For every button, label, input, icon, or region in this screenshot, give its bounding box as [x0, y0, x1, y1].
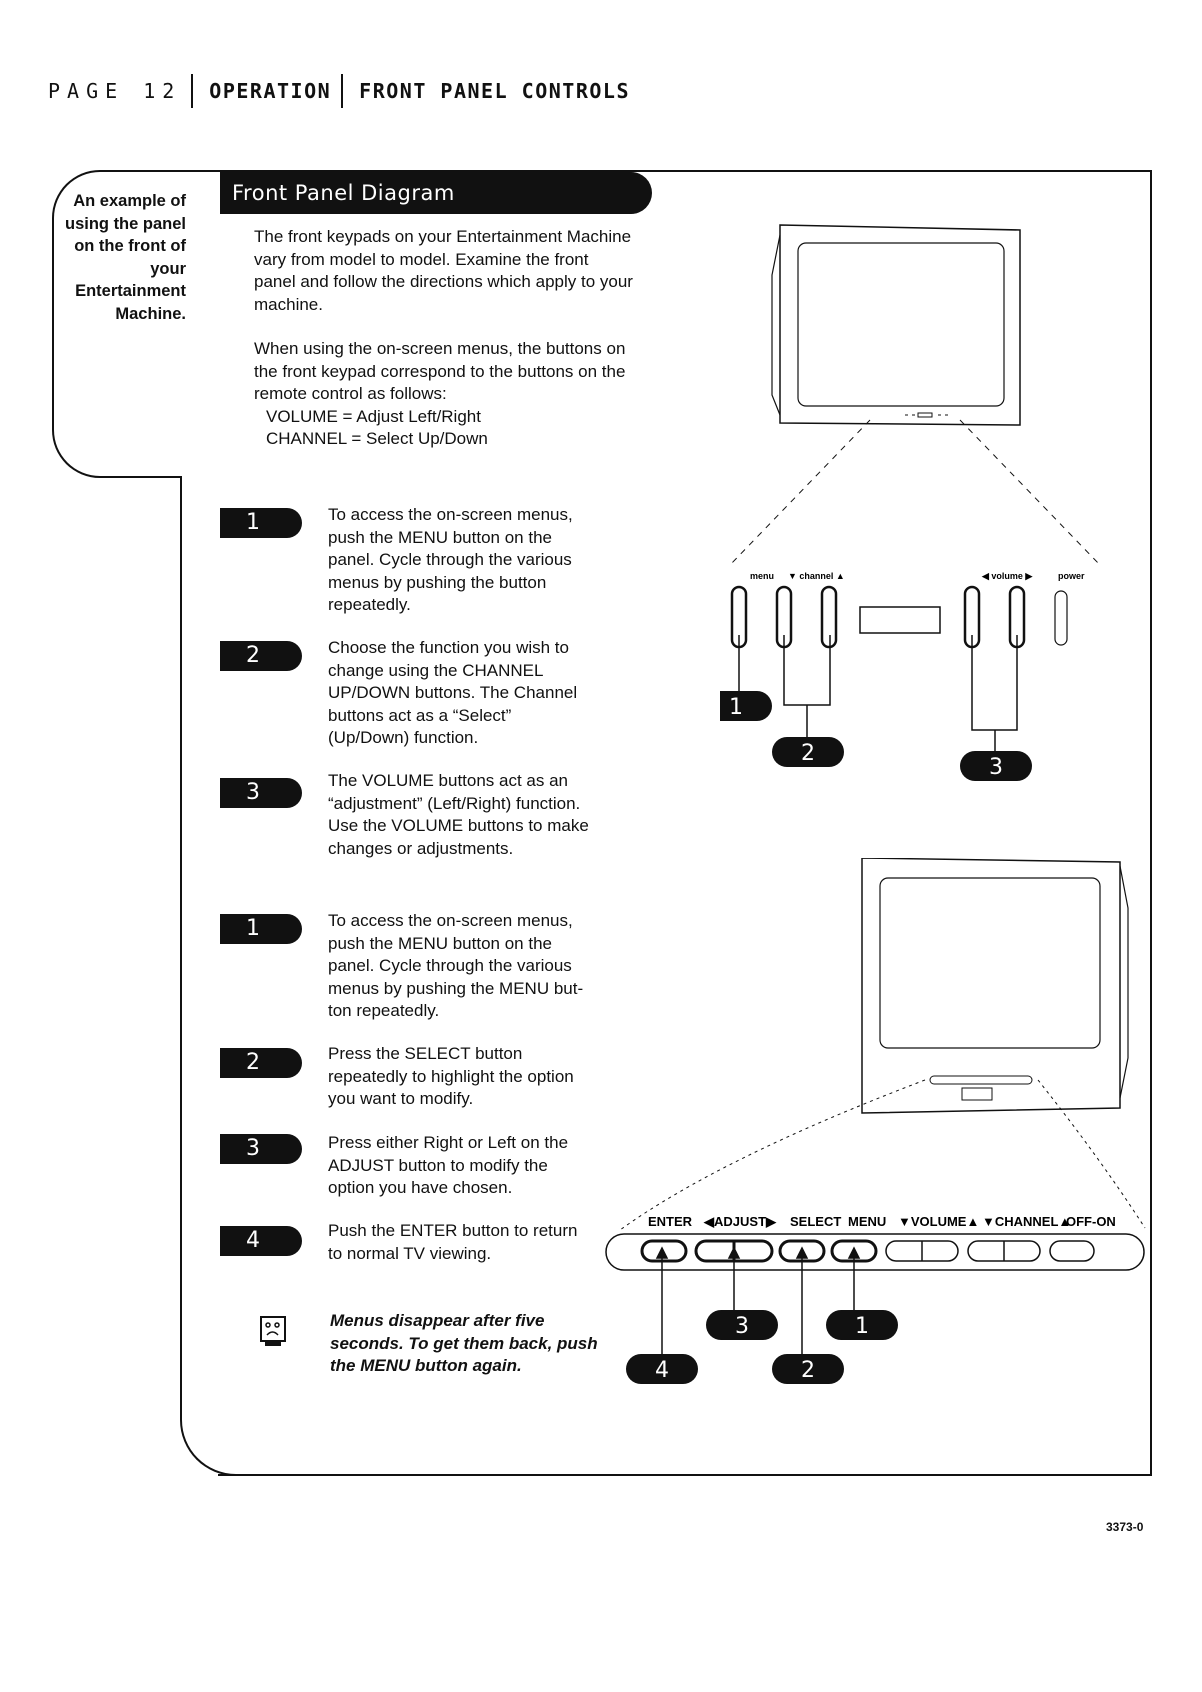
step-badge: 4 — [220, 1226, 302, 1256]
display-window — [859, 606, 941, 634]
channel-mapping: CHANNEL = Select Up/Down — [266, 429, 488, 448]
callout-1: 1 — [720, 691, 772, 721]
callout-2: 2 — [772, 737, 844, 767]
svg-text:3: 3 — [989, 755, 1003, 780]
header-divider — [191, 74, 194, 108]
enter-label: ENTER — [648, 1214, 693, 1229]
frame-top-rule — [164, 170, 1152, 172]
header-divider — [341, 74, 344, 108]
page-number: PAGE 12 — [48, 79, 182, 103]
frame-bottom-rule — [218, 1474, 1152, 1476]
svg-text:3: 3 — [735, 1314, 749, 1339]
callout-3: 3 — [960, 751, 1032, 781]
select-label: SELECT — [790, 1214, 841, 1229]
power-button — [1054, 590, 1068, 646]
section-name: OPERATION — [209, 79, 332, 103]
menu-label-2: MENU — [848, 1214, 886, 1229]
step-badge: 3 — [220, 778, 302, 808]
step-text: Press either Right or Left on the ADJUST… — [328, 1133, 569, 1197]
front-panel-diagram-2: ENTER ◀ADJUST▶ SELECT MENU ▼VOLUME▲ ▼CHA… — [605, 858, 1146, 1384]
svg-text:1: 1 — [729, 695, 743, 720]
step-text: The VOLUME buttons act as an “adjustment… — [328, 771, 589, 858]
topic-name: FRONT PANEL CONTROLS — [359, 79, 630, 103]
menu-label: menu — [750, 571, 774, 581]
side-note-box — [52, 170, 182, 478]
enter-button — [640, 1239, 688, 1263]
frame-corner — [180, 1380, 240, 1476]
step-badge: 2 — [220, 641, 302, 671]
svg-text:4: 4 — [655, 1358, 669, 1383]
power-label: power — [1058, 571, 1085, 581]
svg-text:1: 1 — [855, 1314, 869, 1339]
callout-3b: 3 — [706, 1310, 778, 1340]
frame-left-rule — [180, 476, 182, 1396]
volume-label-2: ▼VOLUME▲ — [898, 1214, 979, 1229]
adjust-label: ◀ADJUST▶ — [703, 1214, 777, 1229]
step-text: Press the SELECT button repeatedly to hi… — [328, 1044, 574, 1108]
step-text: To access the on-screen menus, push the … — [328, 911, 584, 1020]
tv-illustration — [771, 224, 1021, 426]
offon-label: OFF-ON — [1066, 1214, 1116, 1229]
side-note: An example of using the panel on the fro… — [64, 192, 186, 323]
section-title: Front Panel Diagram — [220, 172, 652, 214]
step-badge: 1 — [220, 914, 302, 944]
channel-up-button — [820, 585, 838, 649]
step-text: Push the ENTER button to return to norma… — [328, 1221, 578, 1263]
step-badge: 2 — [220, 1048, 302, 1078]
step-badge: 3 — [220, 1134, 302, 1164]
volume-label: ◀ volume ▶ — [981, 571, 1033, 581]
intro-paragraph: The front keypads on your Entertainment … — [254, 227, 633, 314]
page-header: PAGE 12 OPERATION FRONT PANEL CONTROLS — [48, 74, 630, 108]
callout-1b: 1 — [826, 1310, 898, 1340]
intro-mapping-text: When using the on-screen menus, the butt… — [254, 339, 626, 403]
channel-label: ▼ channel ▲ — [788, 571, 845, 581]
callout-4b: 4 — [626, 1354, 698, 1384]
svg-text:2: 2 — [801, 1358, 815, 1383]
side-note-connector — [130, 476, 182, 478]
callout-2b: 2 — [772, 1354, 844, 1384]
offon-button — [1049, 1240, 1095, 1262]
step-text: To access the on-screen menus, push the … — [328, 505, 573, 614]
channel-label-2: ▼CHANNEL▲ — [982, 1214, 1071, 1229]
front-panel-diagram-1: menu ▼ channel ▲ ◀ volume ▶ power 1 2 3 — [720, 224, 1101, 781]
svg-text:2: 2 — [801, 741, 815, 766]
document-code: 3373-0 — [1106, 1520, 1144, 1534]
step-badge: 1 — [220, 508, 302, 538]
tip-icon — [260, 1316, 286, 1352]
tv-illustration-2 — [861, 858, 1129, 1114]
step-text: Choose the function you wish to change u… — [328, 638, 578, 747]
volume-mapping: VOLUME = Adjust Left/Right — [266, 406, 481, 426]
tip-text: Menus disappear after five seconds. To g… — [330, 1311, 598, 1375]
intro-mapping: When using the on-screen menus, the butt… — [254, 338, 634, 451]
frame-right-rule — [1150, 170, 1152, 1476]
